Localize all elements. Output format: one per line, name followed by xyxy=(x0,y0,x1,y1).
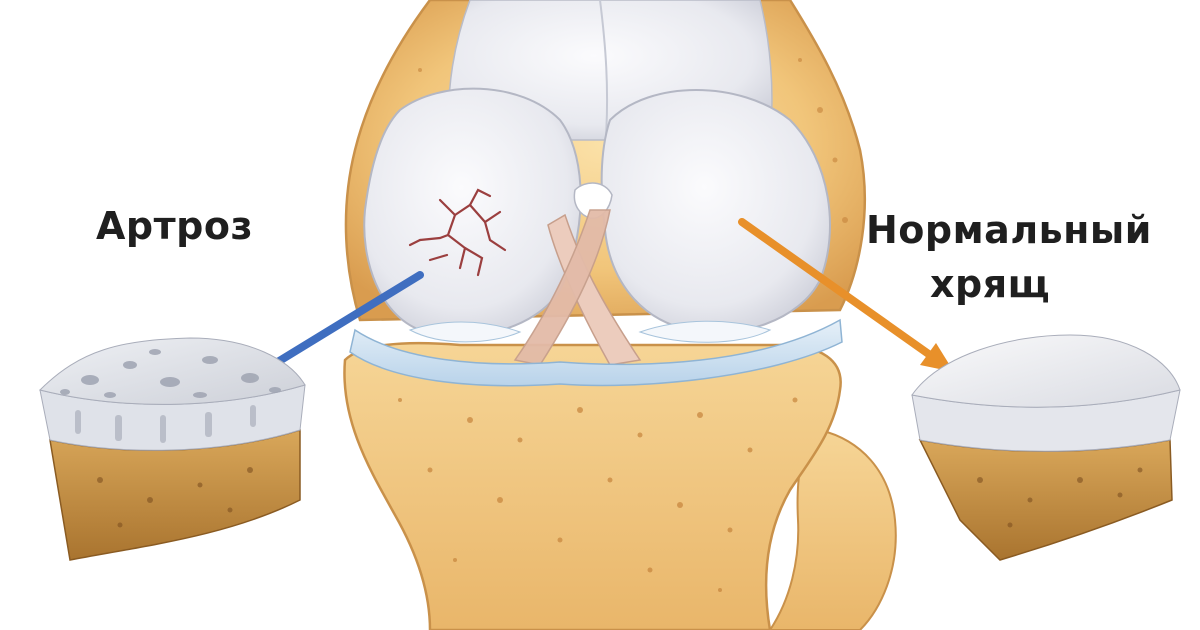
normal-cartilage-label-line2: хрящ xyxy=(930,262,1051,306)
tibia xyxy=(343,341,842,630)
normal-cartilage-label-line1: Нормальный xyxy=(866,208,1152,252)
healthy-cartilage-block xyxy=(911,334,1181,561)
meniscus-inner-right xyxy=(638,320,772,343)
cruciate-ligament-posterior xyxy=(513,209,611,366)
arthrosis-label: Артроз xyxy=(96,204,254,248)
medial-condyle xyxy=(363,87,582,337)
damaged-cartilage-block xyxy=(39,337,306,561)
meniscus xyxy=(349,318,843,387)
knee-joint-illustration xyxy=(343,0,897,630)
cartilage-damage xyxy=(408,188,507,277)
tibia-texture xyxy=(398,397,798,592)
lateral-condyle xyxy=(600,89,831,334)
meniscus-inner-left xyxy=(408,321,522,343)
